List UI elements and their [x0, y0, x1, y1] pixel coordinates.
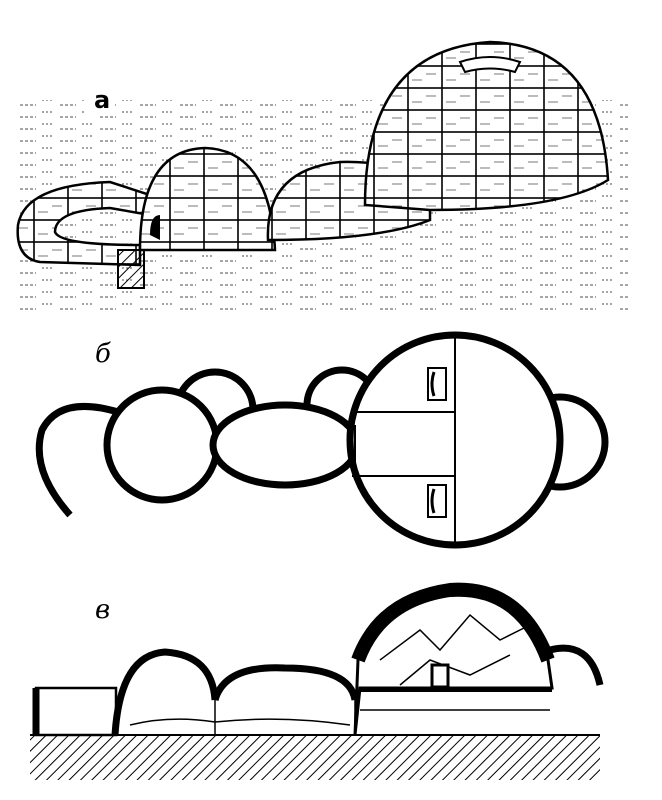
- small-dome-plan: [103, 386, 221, 504]
- label-a-backdrop: [86, 86, 114, 114]
- plan-view-b: б: [35, 331, 609, 549]
- section-view-c: в: [30, 582, 604, 780]
- lamp-icon: [430, 371, 436, 397]
- wall-end-block: [117, 249, 145, 289]
- small-dome-doorway: [150, 215, 160, 240]
- interior-lining: [129, 613, 550, 735]
- label-b: б: [95, 339, 111, 369]
- small-dome-section: [111, 648, 219, 736]
- lamp-icon: [430, 488, 436, 514]
- lamp-icon: [430, 663, 450, 689]
- entrance-wall-plan: [35, 402, 119, 518]
- passage-plan: [209, 401, 361, 489]
- entrance-wall-section: [34, 686, 118, 737]
- large-dome: [363, 40, 610, 212]
- sleeping-platform: [360, 688, 552, 692]
- ice-window: [458, 56, 522, 74]
- interior-platforms: [107, 336, 456, 544]
- sketch-view-a: а: [16, 40, 630, 310]
- label-c: в: [95, 595, 110, 625]
- label-a: а: [94, 86, 110, 114]
- small-dome: [138, 146, 277, 252]
- side-chamber-section: [549, 644, 604, 686]
- ground-hatching: [30, 735, 600, 780]
- passage-section: [211, 664, 359, 702]
- large-dome-shell: [351, 582, 555, 663]
